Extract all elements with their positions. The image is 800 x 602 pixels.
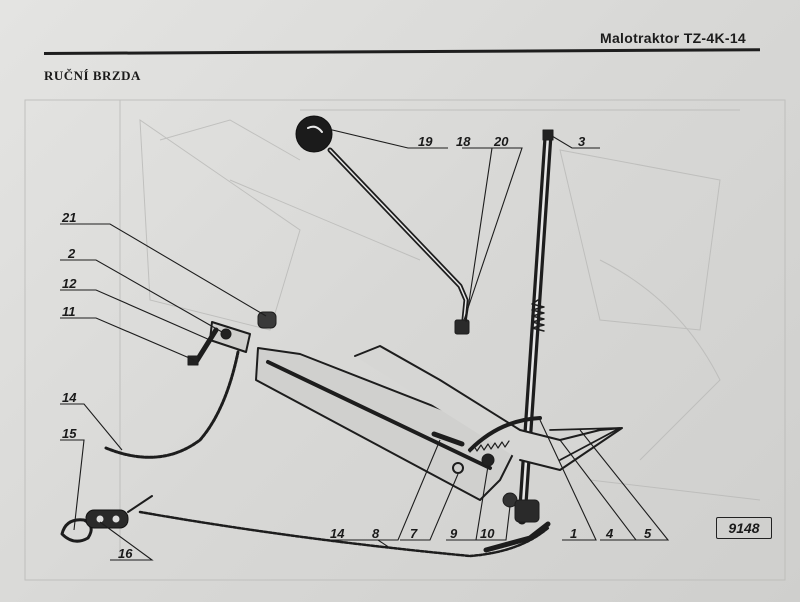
callout-12: 12 (62, 276, 77, 291)
bushing-part-21 (257, 311, 277, 329)
pivot-part-9 (481, 453, 495, 467)
spring-lever-part-5 (549, 427, 621, 461)
lever-knob-part-19 (295, 115, 333, 153)
callout-8: 8 (372, 526, 380, 541)
section-title: RUČNÍ BRZDA (44, 68, 141, 83)
callout-1: 1 (570, 526, 577, 541)
header-title: Malotraktor TZ-4K-14 (600, 30, 747, 46)
bolt-part-11 (193, 327, 219, 365)
callout-21: 21 (61, 210, 76, 225)
callout-19: 19 (418, 134, 433, 149)
callout-18: 18 (456, 134, 471, 149)
callout-5: 5 (644, 526, 652, 541)
nut-part-20 (454, 319, 470, 335)
callout-4: 4 (605, 526, 614, 541)
show-through-background (24, 99, 786, 581)
washer-part-7 (452, 462, 464, 474)
callout-11: 11 (62, 304, 76, 319)
cable-part-14-upper (104, 350, 240, 459)
ratchet-quadrant (468, 416, 542, 452)
callout-10: 10 (480, 526, 495, 541)
callout-16: 16 (118, 546, 133, 561)
callout-20: 20 (493, 134, 509, 149)
mechanism-drawing (60, 115, 623, 558)
cable-clamp-part-16 (85, 509, 129, 529)
pin-part-8 (431, 431, 465, 447)
cable-part-14-lower (138, 510, 550, 558)
callout-2: 2 (67, 246, 76, 261)
callout-14-lower: 14 (330, 526, 345, 541)
callout-3: 3 (578, 134, 586, 149)
callout-7: 7 (410, 526, 418, 541)
callout-9: 9 (450, 526, 458, 541)
leader-lines (60, 127, 670, 561)
handle-rod-part-18 (327, 147, 469, 323)
callout-15: 15 (62, 426, 77, 441)
callout-labels: 19 18 20 3 21 2 12 11 14 15 16 14 8 7 9 … (61, 134, 652, 561)
figure-number: 9148 (716, 517, 772, 539)
callout-14-upper: 14 (62, 390, 77, 405)
